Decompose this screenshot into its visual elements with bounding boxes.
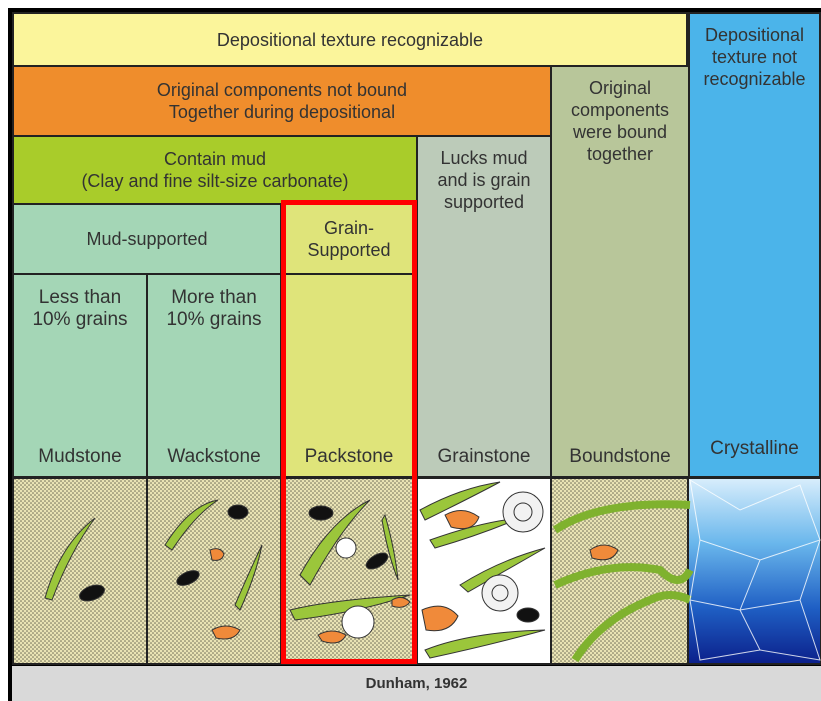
crystalline-texture (688, 478, 821, 664)
mudstone-texture (13, 478, 147, 664)
packstone-highlight (281, 200, 417, 664)
citation-footer: Dunham, 1962 (12, 666, 821, 701)
wackstone-texture (147, 478, 281, 664)
